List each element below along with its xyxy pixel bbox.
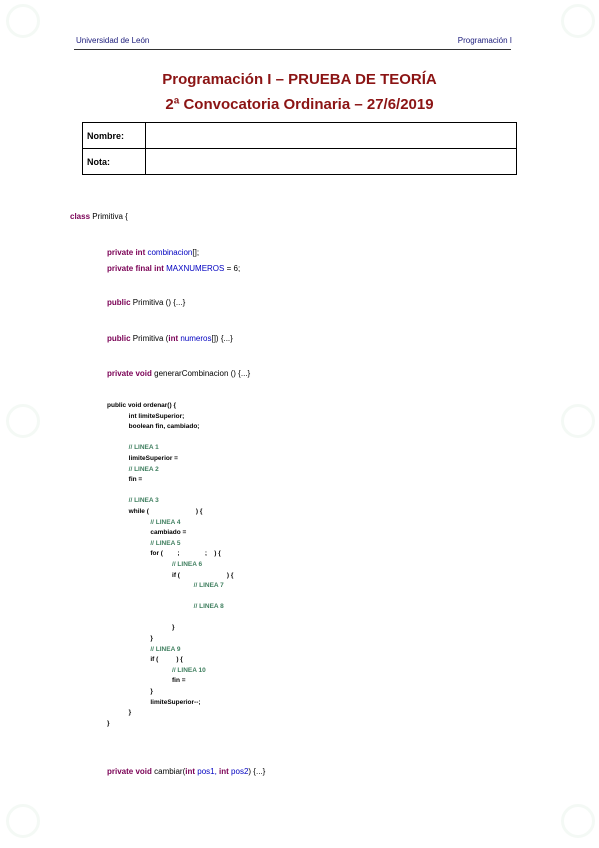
code-line: } xyxy=(107,688,153,696)
code-line: // LINEA 10 xyxy=(107,666,206,674)
grade-field[interactable] xyxy=(145,148,517,175)
code-line: // LINEA 5 xyxy=(107,539,181,547)
method-cambiar: private void cambiar(int pos1, int pos2)… xyxy=(107,767,266,776)
header-course: Programación I xyxy=(457,36,512,45)
grade-row: Nota: xyxy=(82,148,517,175)
code-line: } xyxy=(107,624,175,632)
method-ordenar: public void ordenar() { int limiteSuperi… xyxy=(107,401,233,729)
code-line xyxy=(107,486,233,497)
method-generarcombinacion: private void generarCombinacion () {...} xyxy=(107,369,251,378)
name-field[interactable] xyxy=(145,122,517,149)
code-line: } xyxy=(107,719,110,727)
code-line xyxy=(107,433,233,444)
name-row: Nombre: xyxy=(82,122,517,149)
code-line xyxy=(107,592,233,603)
watermark-logo xyxy=(555,0,595,40)
exam-subtitle: 2ª Convocatoria Ordinaria – 27/6/2019 xyxy=(165,96,434,113)
code-line: // LINEA 4 xyxy=(107,518,181,526)
code-line: } xyxy=(107,635,153,643)
watermark-logo xyxy=(555,400,595,440)
code-line: while ( ) { xyxy=(107,507,203,515)
watermark-logo xyxy=(0,0,40,40)
code-line: if ( ) { xyxy=(107,656,183,664)
code-line: if ( ) { xyxy=(107,571,234,579)
code-line: } xyxy=(107,709,132,717)
class-declaration: class Primitiva { xyxy=(70,212,128,221)
code-line: limiteSuperior = xyxy=(107,454,178,462)
code-line: fin = xyxy=(107,476,143,484)
code-line: // LINEA 2 xyxy=(107,465,159,473)
constructor-default: public Primitiva () {...} xyxy=(107,298,186,307)
student-info-table: Nombre: Nota: xyxy=(82,122,517,175)
code-line: // LINEA 8 xyxy=(107,603,224,611)
field-combinacion: private int combinacion[]; xyxy=(107,248,200,257)
code-line: public void ordenar() { xyxy=(107,402,176,409)
watermark-logo xyxy=(0,400,40,440)
field-maxnumeros: private final int MAXNUMEROS = 6; xyxy=(107,264,241,273)
name-label: Nombre: xyxy=(82,122,146,149)
watermark-logo xyxy=(555,800,595,840)
code-line: // LINEA 1 xyxy=(107,444,159,452)
exam-title: Programación I – PRUEBA DE TEORÍA xyxy=(162,71,437,88)
watermark-logo xyxy=(0,800,40,840)
code-line: // LINEA 6 xyxy=(107,560,203,568)
code-line: for ( ; ; ) { xyxy=(107,550,221,558)
constructor-numeros: public Primitiva (int numeros[]) {...} xyxy=(107,334,233,343)
code-line: fin = xyxy=(107,677,186,685)
code-line: limiteSuperior--; xyxy=(107,698,201,706)
header-university: Universidad de León xyxy=(76,36,150,45)
code-line: cambiado = xyxy=(107,529,187,537)
grade-label: Nota: xyxy=(82,148,146,175)
code-line: // LINEA 3 xyxy=(107,497,159,505)
header-rule xyxy=(74,49,511,50)
code-line: // LINEA 9 xyxy=(107,645,181,653)
code-line: boolean fin, cambiado; xyxy=(107,423,200,431)
code-line: int limiteSuperior; xyxy=(107,412,185,420)
code-line: // LINEA 7 xyxy=(107,582,224,590)
code-line xyxy=(107,613,233,624)
